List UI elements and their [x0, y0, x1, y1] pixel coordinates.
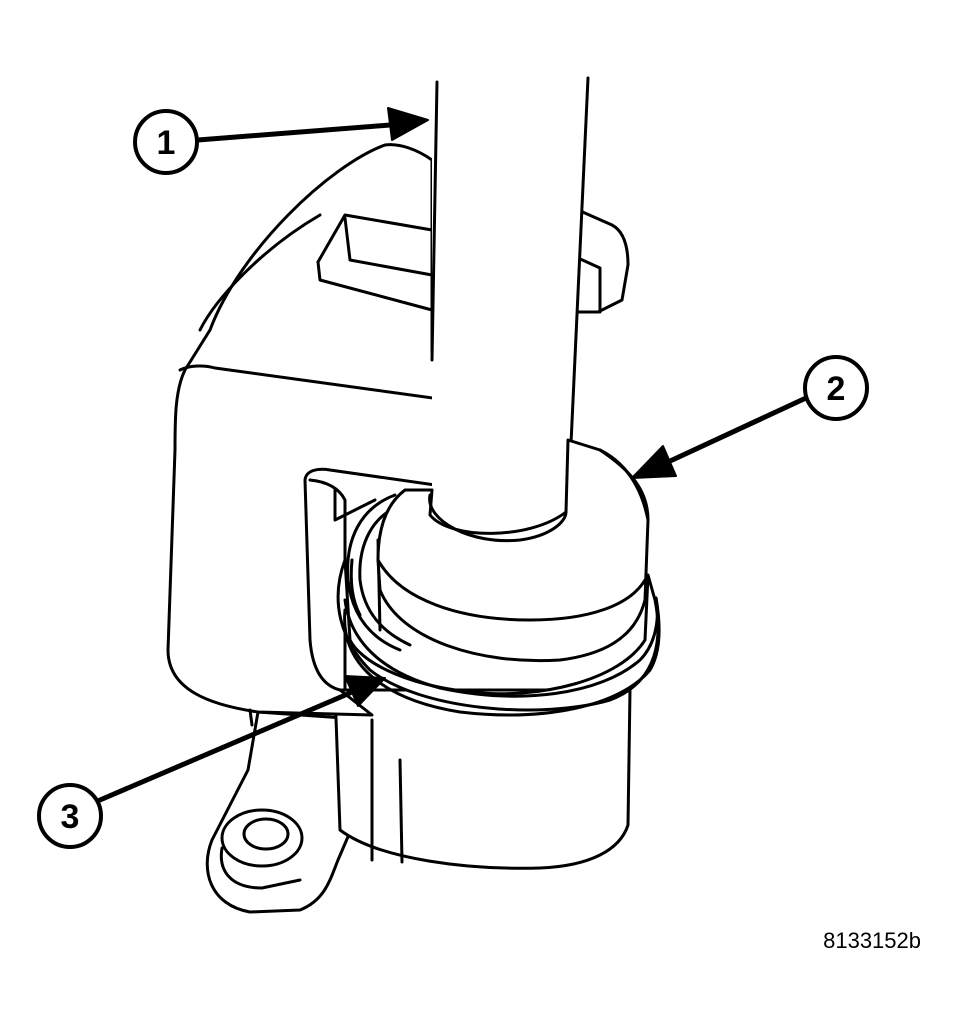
figure-id: 8133152b: [823, 928, 921, 953]
bracket-rear-tab: [576, 208, 630, 314]
callout-3-circle: [37, 783, 103, 849]
callout-2: 2: [631, 355, 869, 479]
callout-1-circle: [133, 109, 199, 175]
callout-2-leader: [665, 395, 809, 465]
bracket-tick: [248, 708, 254, 727]
callout-1-leader: [195, 122, 393, 143]
rubber-bushing: [376, 438, 650, 663]
housing-rim: [336, 558, 661, 717]
callout-3-arrowhead: [344, 675, 386, 707]
callout-3-leader: [97, 690, 353, 803]
bracket-body: [166, 143, 526, 717]
callout-3: 3: [37, 675, 386, 849]
callout-2-circle: [803, 355, 869, 421]
callout-3-label: 3: [61, 798, 80, 836]
callout-1-arrowhead: [387, 107, 429, 141]
housing-cup: [333, 688, 632, 870]
callout-1: 1: [133, 107, 429, 175]
callout-2-arrowhead: [631, 445, 677, 479]
bracket-ear: [205, 710, 374, 914]
stabilizer-bar: [430, 76, 590, 520]
callout-1-label: 1: [157, 124, 176, 162]
callout-2-label: 2: [827, 370, 846, 408]
